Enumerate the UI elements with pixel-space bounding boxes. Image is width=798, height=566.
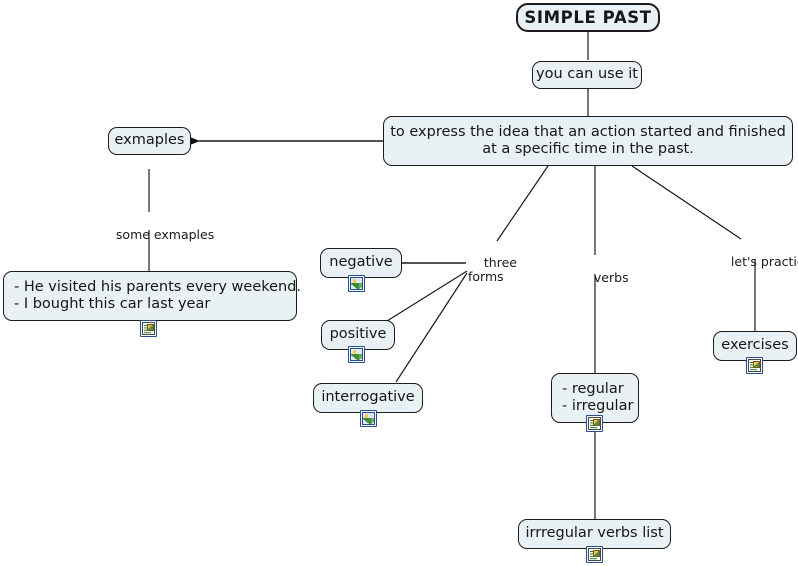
node-exercises[interactable]: exercises bbox=[713, 331, 797, 361]
node-verbs-kinds-line2: - irregular bbox=[562, 397, 634, 414]
image-icon[interactable] bbox=[348, 346, 365, 363]
node-verbs-kinds-text: - regular- irregular bbox=[562, 381, 633, 415]
node-examples-list[interactable]: - He visited his parents every weekend.-… bbox=[3, 271, 301, 321]
document-icon-glyph bbox=[588, 548, 601, 561]
node-definition-line2: at a specific time in the past. bbox=[482, 140, 694, 157]
node-interrogative-label: interrogative bbox=[321, 389, 415, 405]
document-icon[interactable] bbox=[586, 546, 603, 563]
link-label-lets-practice-text: let's practice bbox=[730, 253, 798, 269]
node-you-can-use-it[interactable]: you can use it bbox=[532, 61, 642, 89]
document-icon-glyph bbox=[142, 322, 155, 335]
link-label-lets-practice: let's practice bbox=[715, 240, 798, 284]
node-positive[interactable]: positive bbox=[321, 320, 395, 350]
node-irregular-verbs-list[interactable]: irrregular verbs list bbox=[518, 519, 671, 549]
node-exmaples-label: exmaples bbox=[114, 132, 185, 148]
link-label-verbs: verbs bbox=[578, 256, 629, 300]
edge-definition-to-three-forms bbox=[496, 165, 549, 242]
edge-three-forms-to-positive bbox=[386, 270, 468, 322]
node-examples-list-line1: - He visited his parents every weekend. bbox=[14, 278, 302, 295]
image-icon[interactable] bbox=[360, 410, 377, 427]
link-label-verbs-text: verbs bbox=[593, 269, 629, 285]
document-icon-glyph bbox=[588, 417, 601, 430]
link-label-three-forms-line2: forms bbox=[468, 269, 504, 284]
node-negative-label: negative bbox=[329, 254, 393, 270]
link-label-three-forms-line1: three bbox=[483, 254, 517, 270]
image-icon-glyph bbox=[350, 277, 363, 290]
node-exercises-label: exercises bbox=[721, 337, 789, 353]
node-examples-list-line2: - I bought this car last year bbox=[14, 295, 211, 312]
node-simple-past[interactable]: SIMPLE PAST bbox=[516, 3, 660, 32]
node-you-can-use-it-label: you can use it bbox=[536, 66, 638, 82]
node-simple-past-label: SIMPLE PAST bbox=[524, 7, 652, 27]
link-label-some-exmaples-text: some exmaples bbox=[115, 226, 215, 242]
image-icon-glyph bbox=[362, 412, 375, 425]
node-definition-text: to express the idea that an action start… bbox=[390, 124, 786, 158]
node-negative[interactable]: negative bbox=[320, 248, 402, 278]
node-verbs-kinds-line1: - regular bbox=[562, 380, 624, 397]
document-icon-glyph bbox=[748, 359, 761, 372]
node-positive-label: positive bbox=[329, 326, 387, 342]
edge-definition-to-lets-practice bbox=[631, 165, 742, 240]
edge-three-forms-to-interrogative bbox=[395, 272, 468, 383]
link-label-some-exmaples: some exmaples bbox=[100, 213, 214, 257]
node-definition[interactable]: to express the idea that an action start… bbox=[383, 116, 793, 166]
document-icon[interactable] bbox=[746, 357, 763, 374]
node-interrogative[interactable]: interrogative bbox=[313, 383, 423, 413]
node-examples-list-text: - He visited his parents every weekend.-… bbox=[14, 279, 301, 313]
document-icon[interactable] bbox=[586, 415, 603, 432]
image-icon[interactable] bbox=[348, 275, 365, 292]
image-icon-glyph bbox=[350, 348, 363, 361]
node-definition-line1: to express the idea that an action start… bbox=[390, 123, 786, 140]
node-exmaples[interactable]: exmaples bbox=[108, 127, 191, 155]
node-verbs-kinds[interactable]: - regular- irregular bbox=[551, 373, 639, 423]
document-icon[interactable] bbox=[140, 320, 157, 337]
node-irregular-verbs-list-label: irrregular verbs list bbox=[525, 525, 664, 541]
